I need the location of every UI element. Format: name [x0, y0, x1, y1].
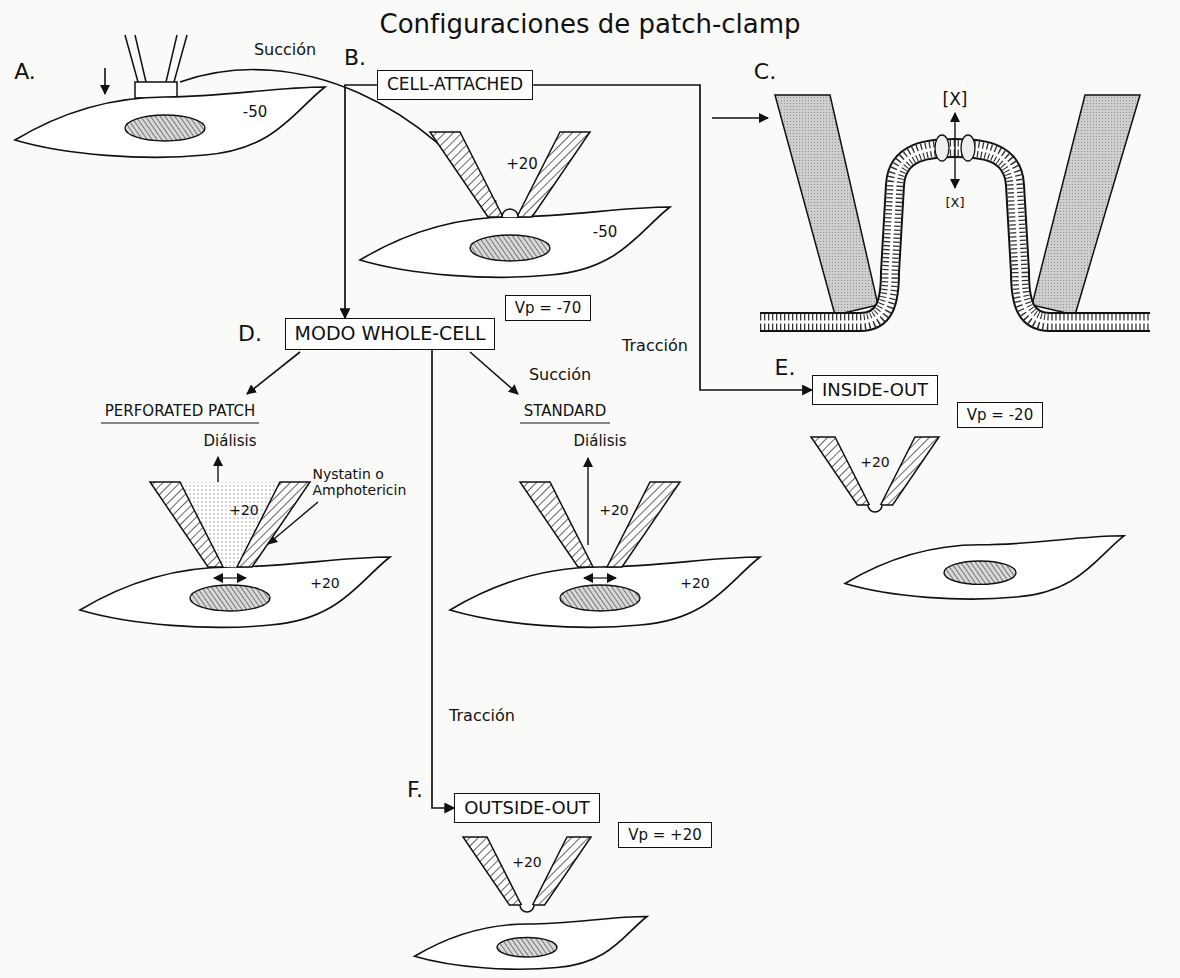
- annotation: PERFORATED PATCH: [105, 403, 255, 420]
- annotation: +20: [506, 156, 538, 173]
- voltage-box: Vp = -20: [957, 402, 1043, 429]
- pipette-wall: [533, 837, 591, 905]
- annotation: +20: [680, 575, 710, 591]
- voltage-box: Vp = -70: [505, 295, 591, 322]
- box-text: MODO WHOLE-CELL: [295, 322, 486, 346]
- annotation: Succión: [254, 41, 316, 59]
- drawing-part: [166, 35, 177, 82]
- pipette-wall: [520, 482, 593, 567]
- cell-nucleus: [190, 585, 270, 611]
- annotation: Succión: [529, 366, 591, 384]
- pipette-wall: [430, 132, 503, 217]
- annotation: Diálisis: [574, 433, 627, 450]
- edge-label: Tracción: [619, 336, 691, 355]
- zoom-arrow: [712, 117, 768, 119]
- cells-and-pipettes: [15, 87, 1124, 969]
- annotation: +20: [310, 575, 340, 591]
- annotation: [X]: [946, 196, 965, 211]
- annotation: +20: [229, 502, 259, 518]
- cell-outline: [15, 87, 325, 157]
- pipette-wall: [517, 132, 590, 217]
- cell-outline: [80, 557, 390, 627]
- drawing-part: [135, 35, 146, 82]
- cell-outline: [360, 207, 670, 277]
- approach-arrow: [104, 68, 106, 94]
- cell-outline: [450, 557, 760, 627]
- box-text: Vp = +20: [628, 826, 702, 845]
- annotation: -50: [593, 224, 618, 241]
- pipette-wall: [607, 482, 680, 567]
- mode-box: CELL-ATTACHED: [377, 70, 533, 99]
- cell-nucleus: [944, 561, 1016, 584]
- panel-letter: B.: [344, 45, 366, 70]
- connector-arrow: [533, 85, 812, 390]
- box-text: INSIDE-OUT: [822, 379, 928, 402]
- exchange-arrow: [214, 577, 246, 578]
- pipette-wall: [150, 482, 223, 567]
- annotation: STANDARD: [524, 403, 607, 420]
- flux-arrow: [954, 113, 955, 188]
- pipette-wall: [1032, 95, 1140, 315]
- annotation: Nystatin o Amphotericin: [313, 466, 428, 498]
- drawing-part: [135, 82, 177, 98]
- annotation: +20: [860, 454, 890, 470]
- panel-letter: F.: [407, 777, 423, 802]
- panel-letter: C.: [754, 59, 776, 84]
- annotation: [X]: [943, 90, 968, 110]
- mode-box: OUTSIDE-OUT: [454, 793, 600, 824]
- panel-letter: A.: [14, 59, 36, 84]
- cell-nucleus: [560, 585, 640, 611]
- cell-outline: [415, 917, 648, 970]
- cell-nucleus: [470, 235, 550, 261]
- exchange-arrow: [584, 577, 616, 578]
- pipette-wall: [881, 437, 939, 505]
- panel-letter: D.: [238, 321, 262, 346]
- mode-box: MODO WHOLE-CELL: [285, 318, 496, 350]
- edge-label: Tracción: [446, 706, 518, 725]
- box-text: OUTSIDE-OUT: [464, 797, 590, 820]
- pipette-wall: [811, 437, 869, 505]
- diagram-title: Configuraciones de patch-clamp: [380, 10, 801, 40]
- pipette-a: [125, 35, 187, 98]
- pipette-wall: [237, 482, 310, 567]
- drawing-part: [935, 135, 949, 161]
- box-text: Vp = -70: [515, 299, 581, 318]
- underline: [520, 422, 610, 423]
- cell-nucleus: [497, 938, 557, 958]
- annotation: -50: [243, 104, 268, 121]
- pipette-wall: [775, 95, 878, 315]
- voltage-box: Vp = +20: [618, 822, 712, 849]
- drawing-part: [961, 135, 975, 161]
- membrane-patch: [868, 505, 882, 512]
- membrane-patch: [502, 209, 518, 217]
- cell-outline: [845, 536, 1124, 599]
- membrane-patch: [520, 905, 534, 912]
- cell-nucleus: [125, 115, 205, 141]
- panel-letter: E.: [775, 355, 796, 380]
- annotation: Diálisis: [204, 433, 257, 450]
- connector-arrow: [345, 85, 377, 318]
- connector-arrow: [432, 350, 454, 808]
- pipette-wall: [463, 837, 521, 905]
- underline: [101, 422, 259, 423]
- box-text: CELL-ATTACHED: [387, 74, 523, 95]
- dialysis-arrow: [587, 458, 588, 545]
- box-text: Vp = -20: [967, 406, 1033, 425]
- branch-arrow: [470, 352, 518, 394]
- mode-box: INSIDE-OUT: [812, 375, 938, 406]
- branch-arrow: [247, 352, 300, 394]
- annotation: +20: [512, 854, 542, 870]
- annotation: +20: [599, 502, 629, 518]
